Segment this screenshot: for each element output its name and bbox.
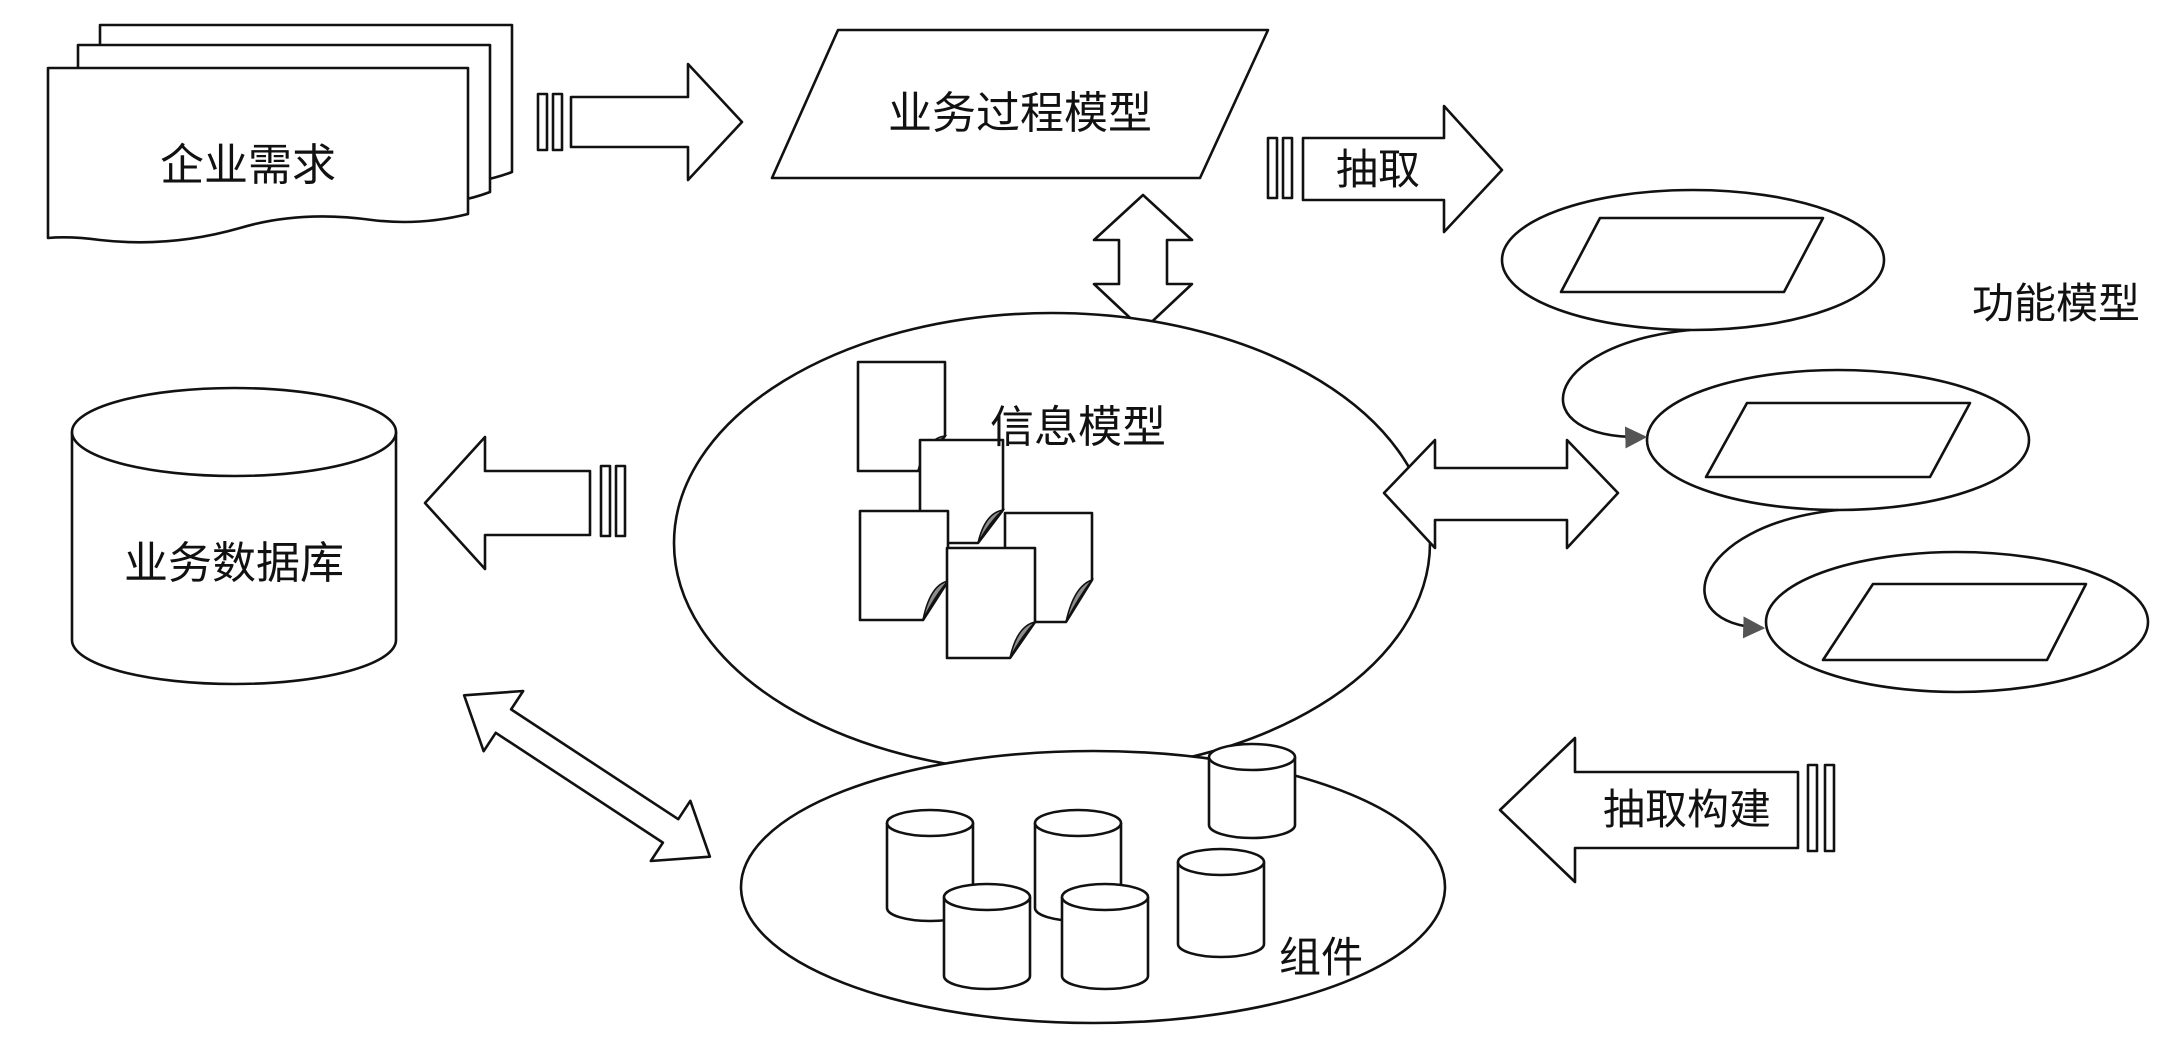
- component-cylinder: [1176, 847, 1266, 959]
- database-cylinder-top: [70, 386, 398, 478]
- function-parallelogram-2: [1704, 401, 1972, 479]
- functional-model: 功能模型: [1500, 188, 2150, 694]
- component-cylinder: [1207, 742, 1297, 840]
- function-parallelogram-3: [1821, 582, 2088, 662]
- flow-arrow-1-to-2: [1561, 328, 1691, 449]
- arrow-tail-bar: [1823, 763, 1836, 853]
- enterprise-requirements-label: 企业需求: [160, 140, 336, 191]
- arrow-extract: 抽取: [1266, 104, 1504, 234]
- arrow-tail-bar: [1281, 136, 1294, 200]
- arrow-information-to-database: [423, 435, 627, 571]
- component-cylinder: [1060, 882, 1150, 991]
- block-arrow-left: [1498, 736, 1800, 884]
- arrow-tail-bar: [1806, 763, 1819, 853]
- arrow-tail-bar: [614, 464, 627, 538]
- information-doc-3: [858, 509, 951, 622]
- function-parallelogram-1: [1559, 216, 1825, 294]
- arrow-tail-bar: [1266, 136, 1279, 200]
- extract-label: 抽取: [1336, 145, 1420, 194]
- business-database: 业务数据库: [70, 386, 398, 686]
- block-arrow-left: [423, 435, 592, 571]
- information-model-label: 信息模型: [990, 402, 1166, 453]
- business-process-model: 业务过程模型: [770, 28, 1270, 180]
- process-parallelogram: [770, 28, 1270, 180]
- extract-build-label: 抽取构建: [1603, 785, 1771, 834]
- arrow-extract-build: 抽取构建: [1498, 736, 1836, 884]
- database-cylinder-body: [70, 432, 398, 686]
- arrow-tail-bar: [599, 464, 612, 538]
- block-arrow-right: [1301, 104, 1504, 234]
- flow-arrow-2-to-3: [1703, 508, 1839, 639]
- arrow-tail-bar: [536, 92, 549, 152]
- double-arrow-information-functional: [1382, 438, 1620, 550]
- information-doc-5: [945, 546, 1038, 660]
- document-sheet-front: [46, 66, 470, 244]
- block-arrow-right: [569, 62, 744, 182]
- double-arrow-database-components: [462, 689, 712, 863]
- components-label: 组件: [1279, 933, 1363, 982]
- business-process-model-label: 业务过程模型: [888, 88, 1152, 139]
- business-database-label: 业务数据库: [124, 538, 344, 589]
- arrow-tail-bar: [551, 92, 564, 152]
- functional-model-label: 功能模型: [1972, 279, 2140, 328]
- enterprise-requirements-documents: 企业需求: [46, 23, 514, 244]
- component-cylinder: [942, 882, 1032, 991]
- arrow-requirements-to-process: [536, 62, 744, 182]
- information-model: 信息模型: [672, 311, 1432, 775]
- double-arrow-process-information: [1092, 193, 1194, 332]
- components: 组件: [739, 742, 1447, 1025]
